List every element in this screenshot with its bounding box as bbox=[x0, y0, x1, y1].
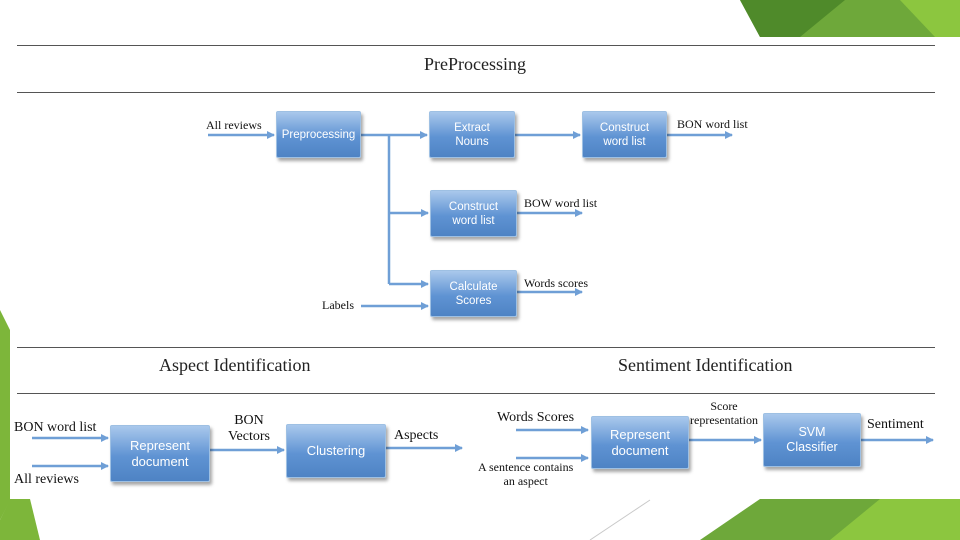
svm-classifier-box: SVM Classifier bbox=[763, 413, 861, 467]
label-sentence-contains-aspect: A sentence contains an aspect bbox=[478, 460, 574, 488]
construct-bon-box-label: Construct word list bbox=[599, 121, 650, 148]
calculate-scores-box-label: Calculate Scores bbox=[449, 280, 498, 307]
rule-under-preprocessing bbox=[17, 92, 935, 93]
rule-middle bbox=[17, 347, 935, 348]
label-labels: Labels bbox=[322, 298, 354, 312]
deco-bottom-right-light bbox=[830, 499, 960, 540]
preprocessing-box: Preprocessing bbox=[276, 111, 361, 158]
deco-top-right-shape-dark bbox=[740, 0, 845, 37]
sentiment-represent-box-label: Represent document bbox=[610, 426, 670, 458]
extract-nouns-box: Extract Nouns bbox=[429, 111, 515, 158]
label-all-reviews-pre: All reviews bbox=[206, 118, 262, 132]
label-bon-word-list-out: BON word list bbox=[677, 117, 748, 131]
rule-under-identification bbox=[17, 393, 935, 394]
clustering-box-label: Clustering bbox=[306, 443, 366, 458]
label-bon-vectors: BON Vectors bbox=[228, 413, 270, 444]
svm-box-label: SVM Classifier bbox=[786, 425, 838, 454]
deco-bottom-left-shape bbox=[0, 499, 40, 540]
construct-bon-word-list-box: Construct word list bbox=[582, 111, 667, 158]
deco-left-bar bbox=[0, 310, 10, 520]
section-title-sentiment: Sentiment Identification bbox=[618, 355, 793, 375]
construct-bow-word-list-box: Construct word list bbox=[430, 190, 517, 237]
label-aspects-out: Aspects bbox=[394, 428, 439, 443]
section-title-preprocessing: PreProcessing bbox=[424, 54, 526, 74]
sentiment-represent-document-box: Represent document bbox=[591, 416, 689, 469]
deco-thin-line bbox=[589, 499, 651, 540]
label-sentiment-out: Sentiment bbox=[867, 417, 924, 432]
aspect-represent-box-label: Represent document bbox=[130, 437, 190, 469]
label-bow-word-list-out: BOW word list bbox=[524, 196, 598, 210]
extract-nouns-box-label: Extract Nouns bbox=[454, 121, 490, 148]
calculate-scores-box: Calculate Scores bbox=[430, 270, 517, 317]
section-title-aspect: Aspect Identification bbox=[159, 355, 311, 375]
label-bon-word-list-in: BON word list bbox=[14, 420, 97, 435]
label-all-reviews-aspect: All reviews bbox=[14, 472, 79, 487]
label-words-scores-in: Words Scores bbox=[497, 410, 575, 425]
clustering-box: Clustering bbox=[286, 424, 386, 478]
label-score-representation: Score representation bbox=[690, 399, 758, 427]
deco-top-right-light bbox=[900, 0, 960, 37]
construct-bow-box-label: Construct word list bbox=[448, 200, 499, 227]
aspect-represent-document-box: Represent document bbox=[110, 425, 210, 482]
preprocessing-box-label: Preprocessing bbox=[281, 128, 356, 141]
rule-top bbox=[17, 45, 935, 46]
label-words-scores-out: Words scores bbox=[524, 276, 589, 290]
